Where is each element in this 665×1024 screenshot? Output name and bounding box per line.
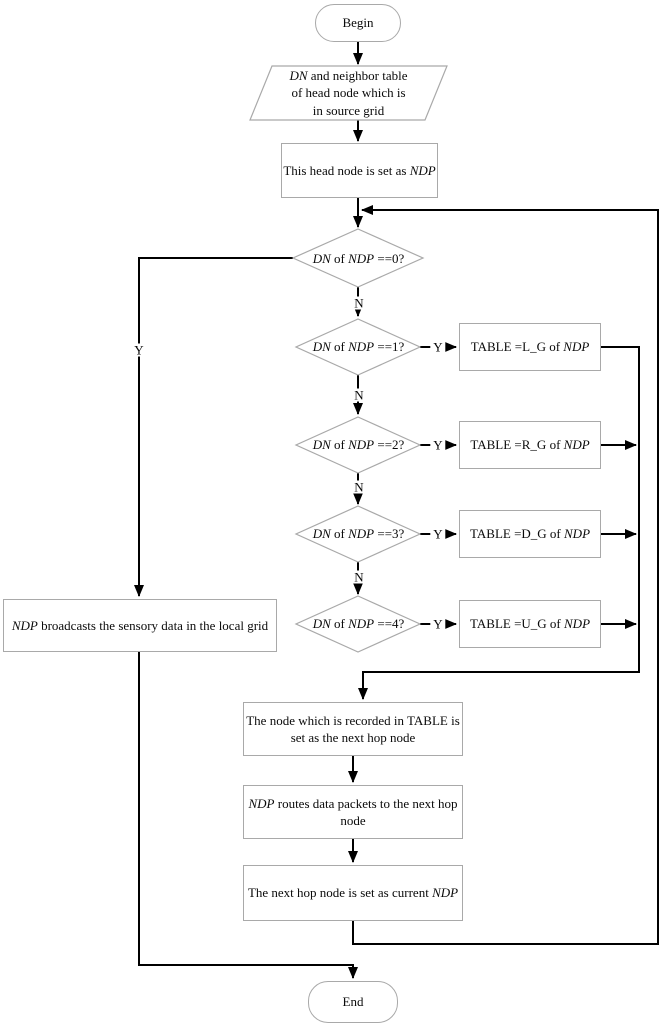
decision-dn-eq-2-shape [294,416,422,474]
branch-label-no-0: N [351,296,367,310]
process-table-dg: TABLE =D_G of NDP [459,510,601,558]
connector-feedback-top [352,205,659,945]
end-terminator: End [308,981,398,1023]
decision-dn-eq-0: DN of NDP ==0? [312,250,405,266]
connector-bus-lg-to-nexthop [358,346,640,700]
branch-label-no-2: N [351,480,367,494]
process-table-ug: TABLE =U_G of NDP [459,600,601,648]
decision-dn-eq-2: DN of NDP ==2? [312,437,405,453]
start-terminator: Begin [315,4,401,42]
process-table-rg: TABLE =R_G of NDP [459,421,601,469]
decision-dn-eq-0-shape [291,228,425,288]
branch-label-no-3: N [351,570,367,584]
connector-broadcast-to-end [138,652,358,979]
decision-dn-eq-1-shape [294,318,422,376]
decision-dn-eq-4-shape [294,595,422,653]
branch-label-yes-1: Y [430,340,446,354]
connector-decision0-yes-to-broadcast [134,257,293,597]
decision-dn-eq-4: DN of NDP ==4? [312,616,405,632]
process-broadcast: NDP broadcasts the sensory data in the l… [3,599,277,652]
process-set-ndp: This head node is set as NDP [281,143,438,198]
branch-label-yes-2: Y [430,438,446,452]
start-label: Begin [342,15,374,31]
branch-label-yes-4: Y [430,617,446,631]
decision-dn-eq-3-shape [294,505,422,563]
branch-label-yes-left: Y [131,343,147,357]
decision-dn-eq-1: DN of NDP ==1? [312,339,405,355]
io-input-parallelogram-shape [249,65,448,121]
decision-dn-eq-3: DN of NDP ==3? [312,526,405,542]
process-table-lg: TABLE =L_G of NDP [459,323,601,371]
end-label: End [342,994,364,1010]
branch-label-no-1: N [351,388,367,402]
process-set-current-ndp: The next hop node is set as current NDP [243,865,463,921]
branch-label-yes-3: Y [430,527,446,541]
